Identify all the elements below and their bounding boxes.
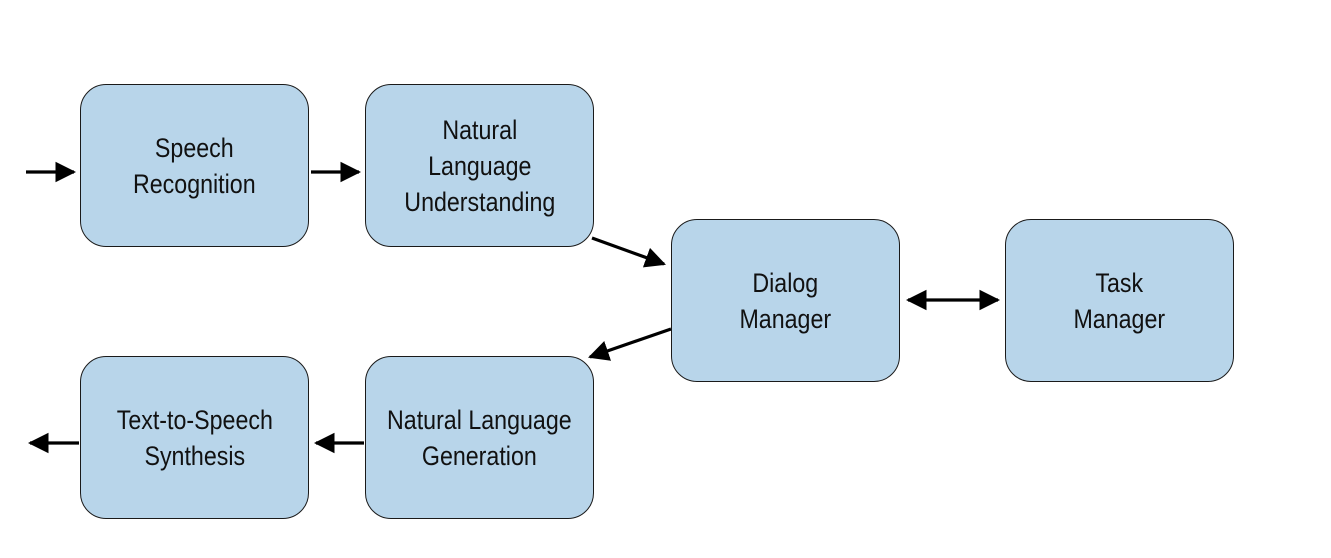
arrow-nlu-to-dialog-manager — [591, 236, 666, 268]
natural-language-generation-box: Natural Language Generation — [365, 356, 594, 519]
natural-language-understanding-box: Natural Language Understanding — [365, 84, 594, 247]
dialog-manager-box: Dialog Manager — [671, 219, 900, 382]
arrow-dialog-manager-to-nlg — [588, 327, 672, 361]
speech-recognition-label: Speech Recognition — [133, 132, 256, 199]
task-manager-label: Task Manager — [1073, 267, 1166, 334]
natural-language-generation-label: Natural Language Generation — [387, 404, 572, 471]
text-to-speech-synthesis-box: Text-to-Speech Synthesis — [80, 356, 309, 519]
dialog-manager-label: Dialog Manager — [739, 267, 832, 334]
natural-language-understanding-label: Natural Language Understanding — [403, 114, 556, 217]
task-manager-box: Task Manager — [1005, 219, 1234, 382]
text-to-speech-synthesis-label: Text-to-Speech Synthesis — [116, 404, 273, 471]
speech-recognition-box: Speech Recognition — [80, 84, 309, 247]
